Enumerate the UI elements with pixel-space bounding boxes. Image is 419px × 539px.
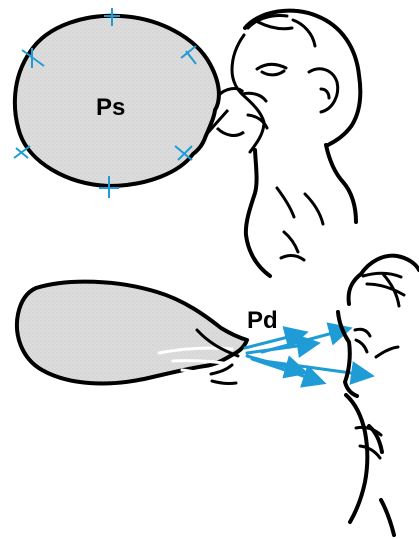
hair-lines [363, 273, 404, 306]
ear [309, 69, 338, 112]
inflated-balloon-panel: Ps [14, 8, 244, 198]
head-outline [245, 11, 360, 145]
lips-bottom [217, 128, 244, 135]
shirt-folds [277, 188, 323, 260]
person-blowing-balloon [232, 11, 360, 276]
pressure-mark-left [14, 146, 30, 158]
pressure-label-ps: Ps [96, 94, 125, 121]
head-outline [338, 256, 419, 396]
pressure-label-pd: Pd [247, 307, 278, 334]
neck-shoulder [246, 145, 356, 276]
deflating-balloon-panel: Pd [17, 282, 366, 384]
person-releasing-balloon [338, 256, 419, 535]
face-details [355, 329, 398, 357]
forehead-hair [248, 16, 315, 47]
neck-shoulder [346, 395, 394, 535]
deflating-balloon [17, 282, 247, 384]
eye [257, 64, 286, 75]
